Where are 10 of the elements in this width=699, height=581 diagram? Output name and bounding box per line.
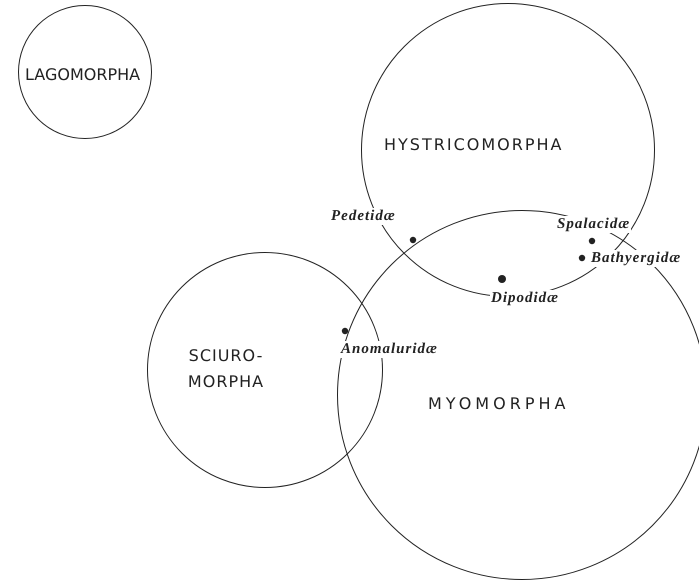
group-name: HYSTRICOMORPHA: [384, 134, 564, 156]
family-label: Spalacidæ: [556, 216, 632, 232]
group-name: LAGOMORPHA: [25, 64, 140, 86]
group-circle: [18, 5, 152, 139]
group-name: MYOMORPHA: [428, 393, 570, 415]
family-label: Bathyergidæ: [590, 250, 682, 266]
family-label: Anomaluridæ: [340, 341, 439, 358]
group-name: SCIURO- MORPHA: [186, 345, 266, 393]
family-label: Pedetidæ: [330, 208, 397, 224]
family-label: Dipodidæ: [490, 290, 560, 306]
